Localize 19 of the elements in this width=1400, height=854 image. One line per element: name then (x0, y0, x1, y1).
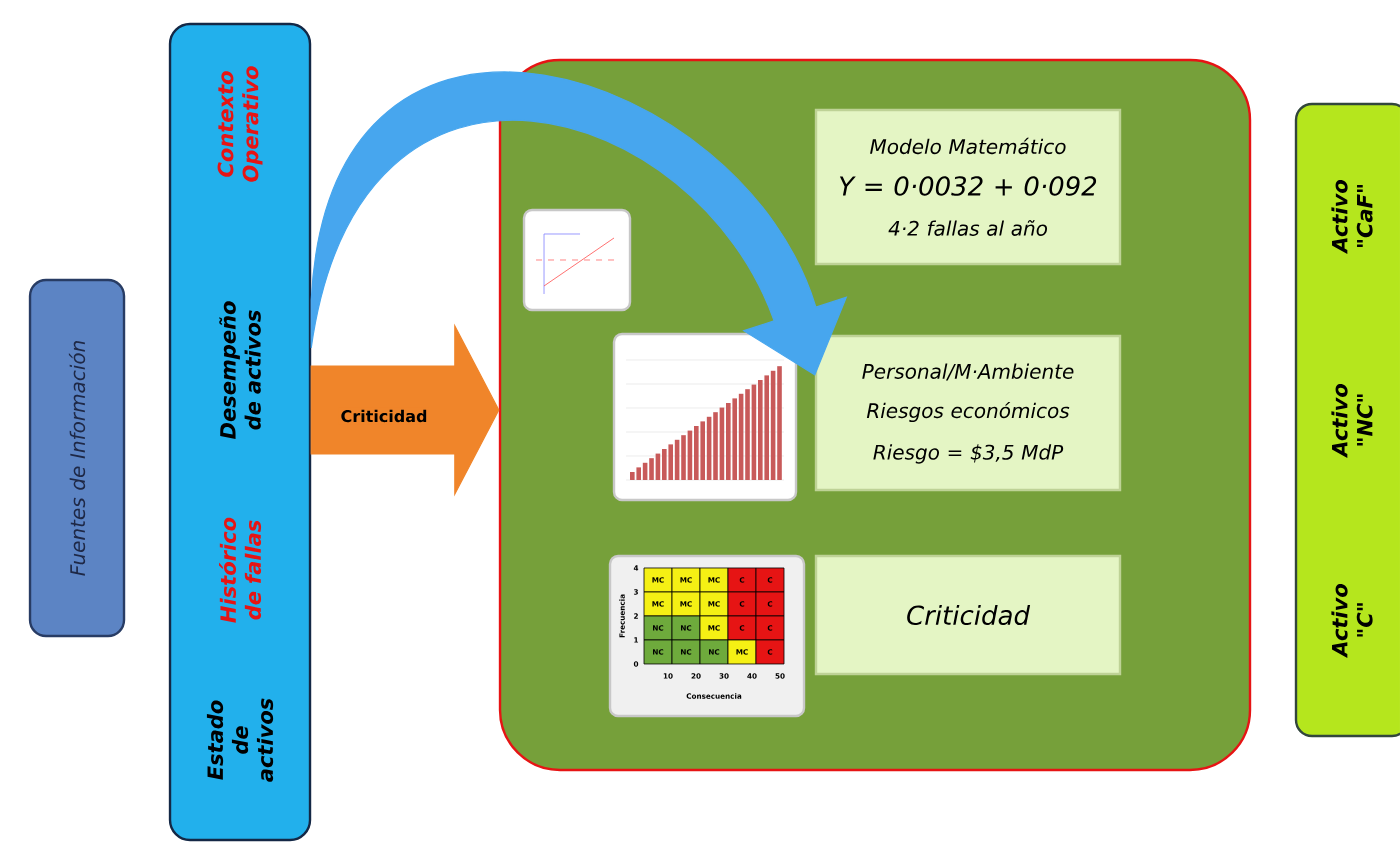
column-label: Contexto Operativo (217, 66, 263, 182)
column-label: Activo "C" (1331, 584, 1373, 659)
column-label: Activo "NC" (1331, 384, 1373, 459)
line-chart-picture (522, 208, 632, 312)
bar-chart-picture (612, 332, 798, 502)
box-label: Fuentes de Información (68, 341, 86, 576)
column-label: Activo "CaF" (1331, 180, 1373, 255)
box-text: Riesgos económicos (866, 401, 1070, 423)
box-text: Riesgo = $3,5 MdP (873, 444, 1064, 464)
box-text: 4·2 fallas al año (888, 220, 1048, 236)
box-text: Criticidad (907, 604, 1031, 626)
arrow (310, 323, 500, 497)
box-text: Modelo Matemático (870, 137, 1066, 155)
arrow (310, 72, 847, 376)
column-label: Estado de activos (206, 698, 274, 782)
box-text: Personal/M·Ambiente (862, 363, 1074, 381)
box-text: Y = 0·0032 + 0·092 (839, 176, 1097, 196)
column-label: Histórico de fallas (219, 517, 262, 623)
column-label: Desempeño de activos (219, 301, 261, 439)
